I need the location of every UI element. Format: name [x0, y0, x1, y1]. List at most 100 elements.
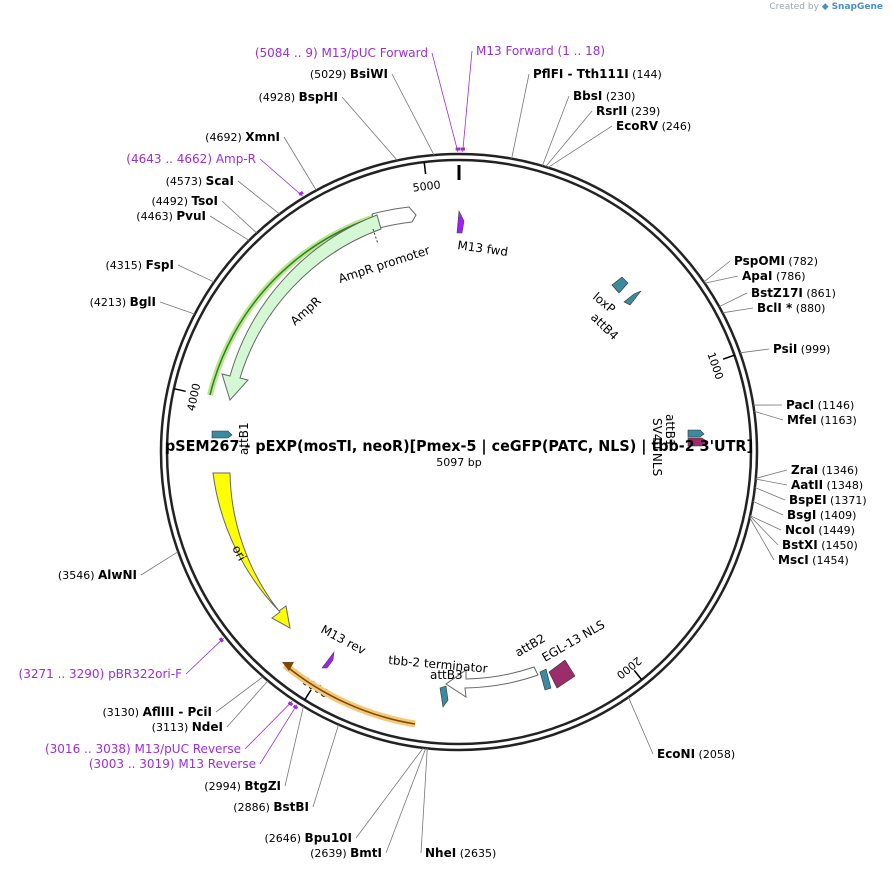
primer-label-m13-puc-forward[interactable]: (5084 .. 9) M13/pUC Forward: [255, 46, 428, 60]
site-position-econi: (2058): [695, 748, 735, 761]
site-label-ncoi[interactable]: NcoI (1449): [785, 523, 855, 537]
attb1-right-arrow[interactable]: [687, 429, 705, 438]
primer-label-pbr322ori-f[interactable]: (3271 .. 3290) pBR322ori-F: [19, 667, 183, 681]
site-label-xmni[interactable]: (4692) XmnI: [205, 130, 280, 144]
site-label-zrai[interactable]: ZraI (1346): [791, 463, 858, 477]
site-leader-apai: [704, 275, 739, 284]
primer-label-amp-r[interactable]: (4643 .. 4662) Amp-R: [126, 152, 256, 166]
site-label-bbsi[interactable]: BbsI (230): [573, 89, 635, 103]
site-leader-bcli: [722, 307, 754, 314]
site-label-apai[interactable]: ApaI (786): [742, 269, 806, 283]
tick-mark-3000: [304, 689, 312, 701]
site-position-pvui: (4463): [136, 210, 176, 223]
attb1-left-arrow[interactable]: [211, 430, 233, 439]
site-label-bsiwi[interactable]: (5029) BsiWI: [310, 67, 388, 81]
site-label-bpu10i[interactable]: (2646) Bpu10I: [264, 831, 352, 845]
site-label-pvui[interactable]: (4463) PvuI: [136, 209, 206, 223]
site-label-econi[interactable]: EcoNI (2058): [657, 747, 735, 761]
site-label-btgzi[interactable]: (2994) BtgZI: [204, 779, 281, 793]
primer-name-pbr322ori-f: pBR322ori-F: [108, 667, 182, 681]
feature-label-loxp: loxP: [590, 290, 618, 317]
attb2-arrow[interactable]: [539, 668, 552, 691]
site-leader-mfei: [754, 410, 784, 421]
site-label-pflfi-tth111i[interactable]: PflFI - Tth111I (144): [533, 67, 662, 81]
feature-label-attb1-left: attB1: [237, 422, 251, 455]
egl13-nls-arrow[interactable]: [548, 659, 576, 689]
primer-range-m13-puc-reverse: (3016 .. 3038): [45, 742, 135, 756]
primer-label-m13-reverse[interactable]: (3003 .. 3019) M13 Reverse: [89, 757, 256, 771]
primer-label-m13-puc-reverse[interactable]: (3016 .. 3038) M13/pUC Reverse: [45, 742, 241, 756]
ampr-promoter-arrow[interactable]: [371, 206, 417, 230]
m13-rev-arrow[interactable]: [321, 650, 335, 669]
site-name-bstxi: BstXI: [782, 538, 818, 552]
leaders-layer: [140, 50, 788, 854]
tick-label-4000: 4000: [185, 382, 204, 412]
site-position-bmti: (2639): [310, 847, 350, 860]
site-name-tsoi: TsoI: [192, 194, 218, 208]
site-label-psii[interactable]: PsiI (999): [773, 342, 830, 356]
m13-fwd-arrow[interactable]: [456, 209, 465, 234]
site-label-bstbi[interactable]: (2886) BstBI: [233, 800, 309, 814]
site-position-bstbi: (2886): [233, 801, 273, 814]
site-label-bstxi[interactable]: BstXI (1450): [782, 538, 858, 552]
site-leader-pspomi: [703, 260, 731, 283]
snapgene-logo-icon: ◆: [821, 2, 829, 12]
site-label-aatii[interactable]: AatII (1348): [791, 478, 863, 492]
site-name-ecorv: EcoRV: [616, 119, 659, 133]
site-label-bstz17i[interactable]: BstZ17I (861): [751, 286, 836, 300]
primer-label-m13-forward[interactable]: M13 Forward (1 .. 18): [476, 44, 605, 58]
site-label-bsgi[interactable]: BsgI (1409): [787, 508, 856, 522]
site-label-ndei[interactable]: (3113) NdeI: [152, 720, 223, 734]
feature-label-sv40-nls: SV40 NLS: [650, 418, 664, 476]
site-position-apai: (786): [772, 270, 805, 283]
ampr-promoter-divider: [372, 228, 379, 245]
tick-label-5000: 5000: [412, 178, 441, 194]
site-label-bgli[interactable]: (4213) BglI: [90, 295, 156, 309]
site-label-bmti[interactable]: (2639) BmtI: [310, 846, 382, 860]
site-label-bcli[interactable]: BclI * (880): [757, 301, 825, 315]
attb3-arrow[interactable]: [439, 685, 449, 708]
site-label-alwni[interactable]: (3546) AlwNI: [58, 568, 137, 582]
site-label-scai[interactable]: (4573) ScaI: [166, 174, 234, 188]
site-label-tsoi[interactable]: (4492) TsoI: [151, 194, 218, 208]
site-leader-afliii-pcii: [215, 676, 264, 713]
site-name-bmti: BmtI: [350, 846, 382, 860]
site-label-nhei[interactable]: NheI (2635): [425, 846, 496, 860]
sv40-nls-arrow[interactable]: [687, 437, 709, 447]
site-label-pspomi[interactable]: PspOMI (782): [734, 254, 818, 268]
site-name-ncoi: NcoI: [785, 523, 815, 537]
tbb2-terminator-arrow[interactable]: [445, 666, 539, 698]
site-leader-ndei: [226, 680, 269, 728]
site-label-fspi[interactable]: (4315) FspI: [106, 258, 174, 272]
site-label-msci[interactable]: MscI (1454): [778, 553, 849, 567]
site-label-bsphi[interactable]: (4928) BspHI: [259, 90, 338, 104]
site-name-msci: MscI: [778, 553, 809, 567]
site-name-afliii-pcii: AflIII - PciI: [143, 705, 212, 719]
site-name-nhei: NheI: [425, 846, 456, 860]
site-position-pflfi-tth111i: (144): [629, 68, 662, 81]
site-leader-ncoi: [749, 515, 782, 531]
site-name-alwni: AlwNI: [98, 568, 137, 582]
site-position-nhei: (2635): [456, 847, 496, 860]
site-label-ecorv[interactable]: EcoRV (246): [616, 119, 691, 133]
ampr-arrow[interactable]: [221, 214, 382, 401]
feature-label-ori: ori: [229, 543, 249, 563]
tick-mark-1000: [722, 354, 735, 360]
site-label-bspei[interactable]: BspEI (1371): [789, 493, 867, 507]
loxp-arrow[interactable]: [611, 276, 629, 294]
site-label-mfei[interactable]: MfeI (1163): [787, 413, 857, 427]
site-name-paci: PacI: [786, 398, 814, 412]
primer-range-amp-r: (4643 .. 4662): [126, 152, 216, 166]
site-label-afliii-pcii[interactable]: (3130) AflIII - PciI: [103, 705, 212, 719]
plasmid-title: pSEM267 - pEXP(mosTI, neoR)[Pmex-5 | ceG…: [165, 437, 753, 456]
primer-leader-amp-r: [259, 158, 303, 197]
feature-label-ampr-promoter: AmpR promoter: [337, 243, 432, 286]
site-leader-rsrii: [545, 110, 593, 168]
site-label-rsrii[interactable]: RsrII (239): [596, 104, 660, 118]
site-leader-bmti: [385, 748, 427, 854]
attb4-arrow[interactable]: [623, 290, 642, 306]
plasmid-backbone-outer: [159, 152, 759, 752]
ori-arrow[interactable]: [212, 472, 291, 629]
primer-name-m13-forward: M13 Forward: [476, 44, 554, 58]
site-label-paci[interactable]: PacI (1146): [786, 398, 854, 412]
